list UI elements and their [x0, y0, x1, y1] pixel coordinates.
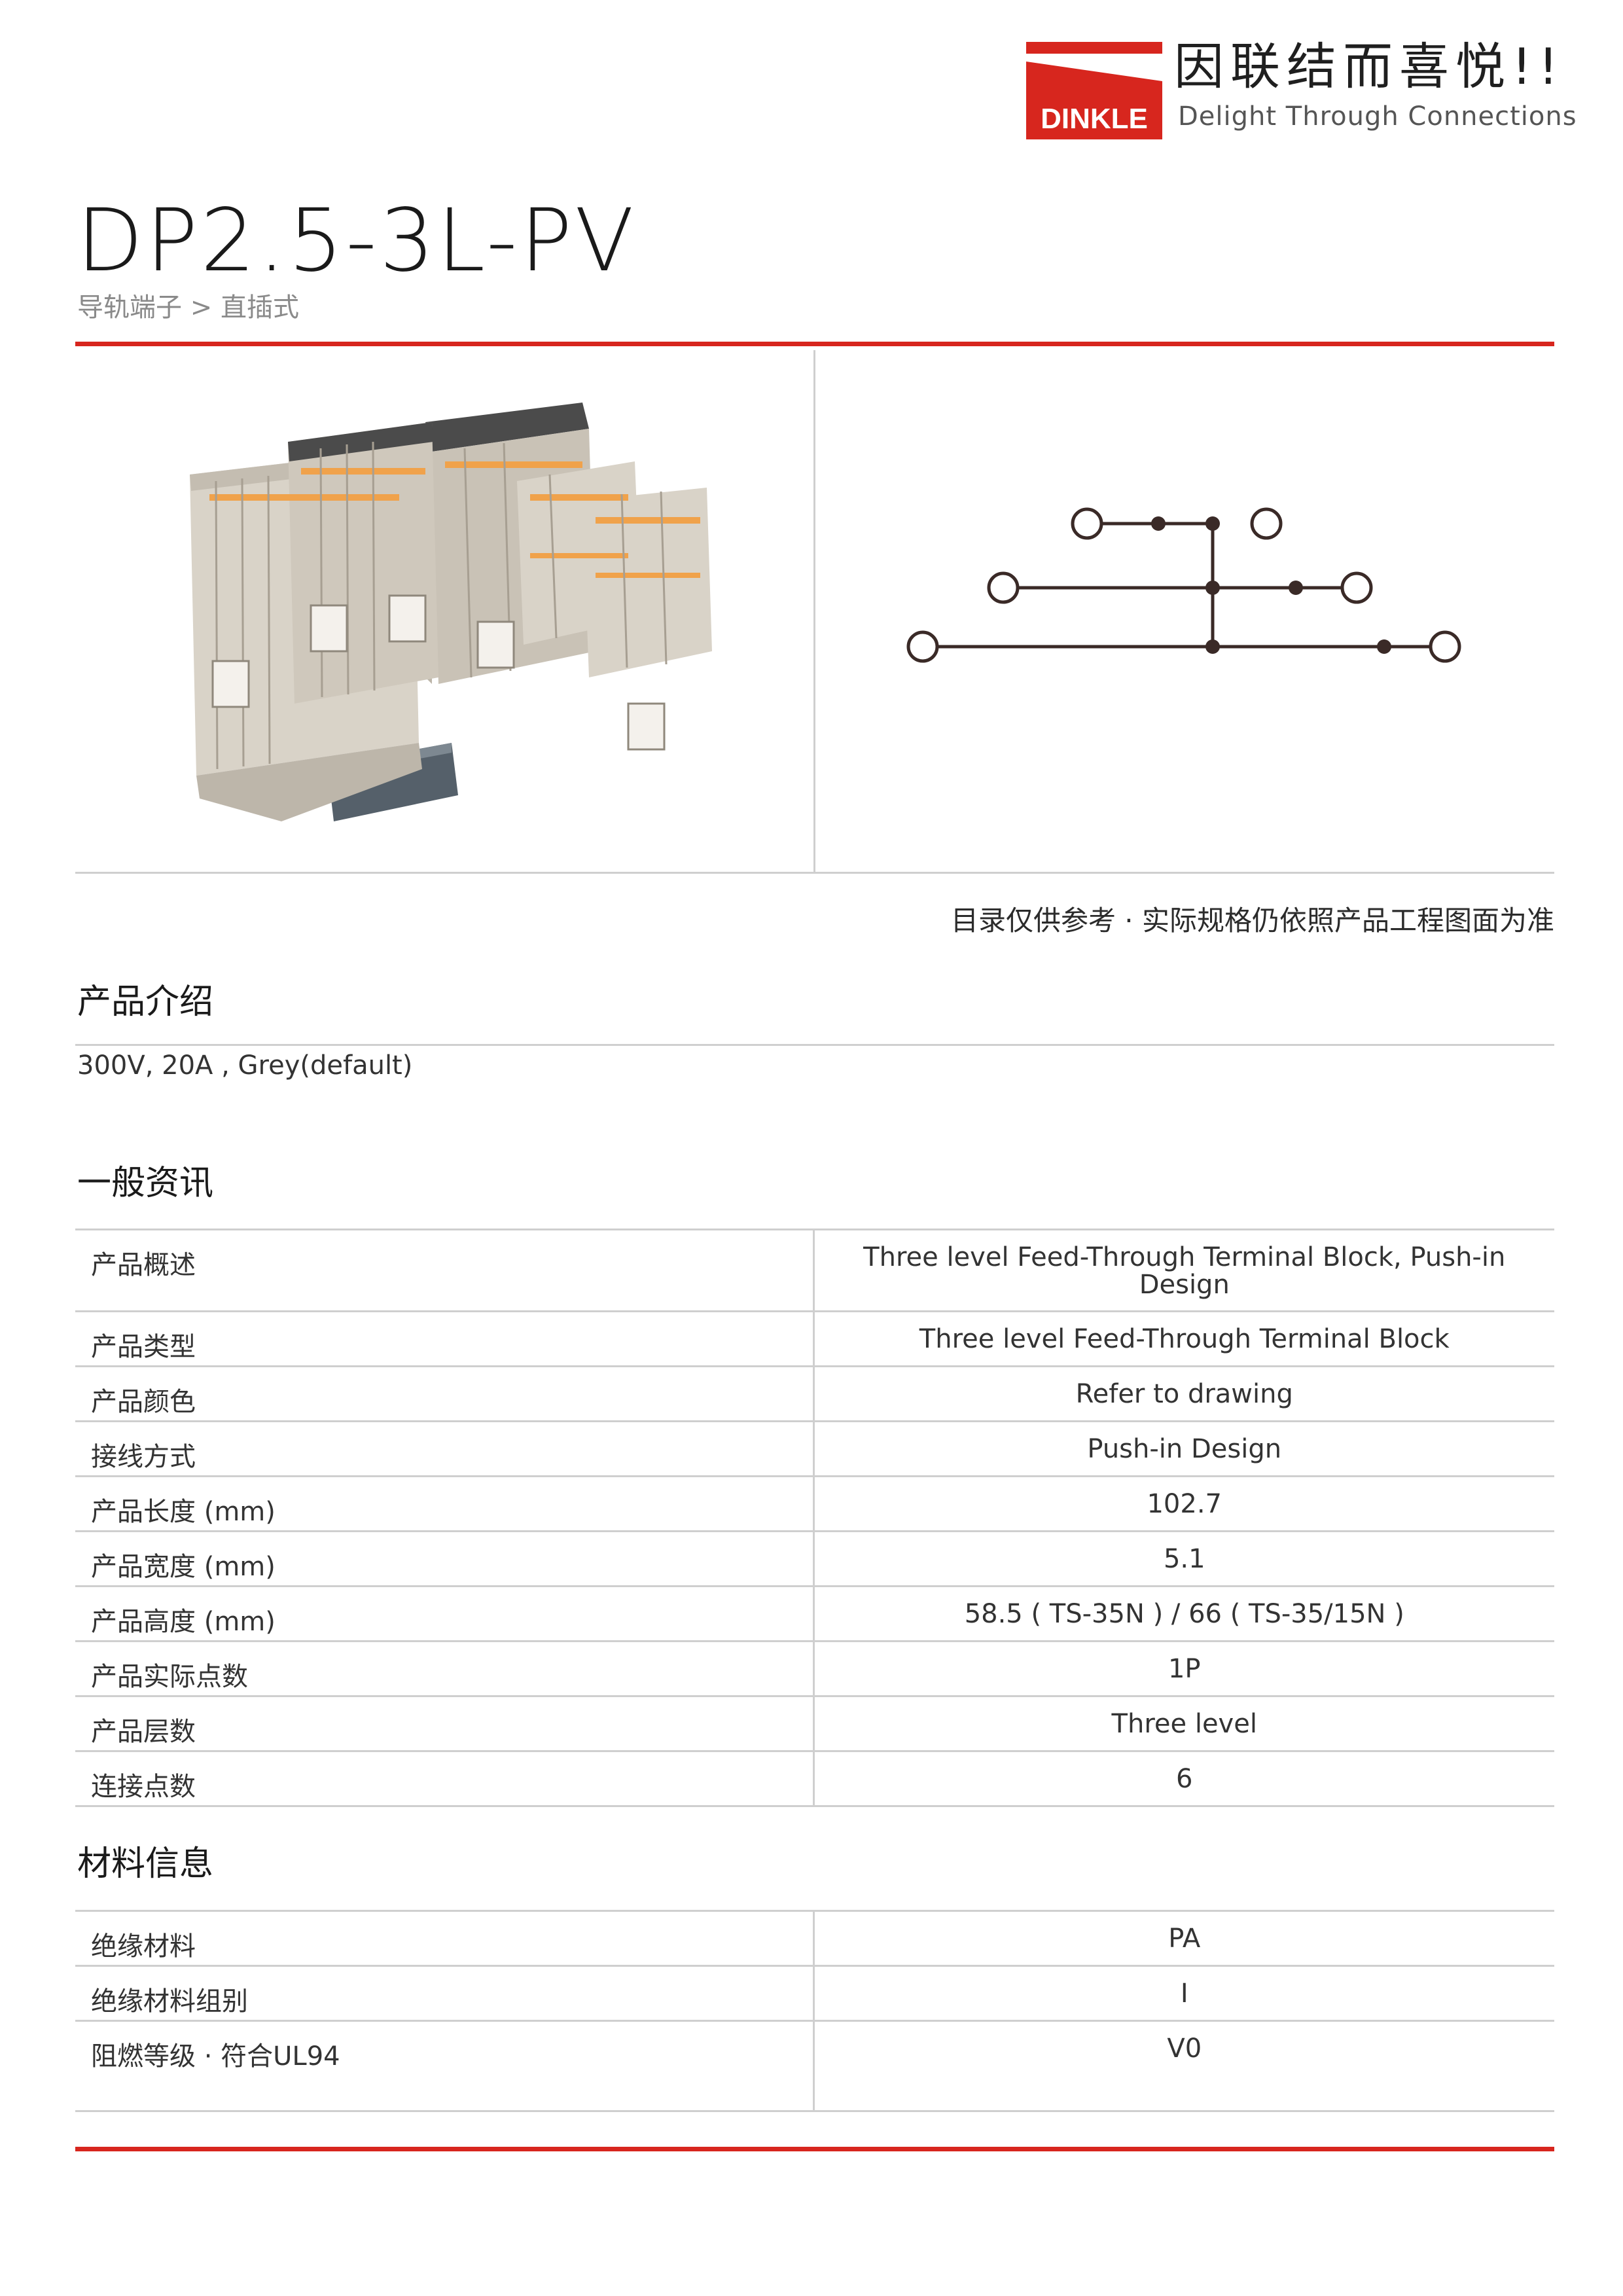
row-value: Three level Feed-Through Terminal Block — [813, 1310, 1554, 1367]
terminal-circles — [906, 507, 1461, 663]
footer-divider — [75, 2147, 1554, 2151]
row-key: 产品长度 (mm) — [75, 1475, 815, 1532]
section-title-general: 一般资讯 — [77, 1164, 214, 1203]
table-row: 产品实际点数 1P — [75, 1640, 1554, 1696]
row-value: V0 — [813, 2020, 1554, 2112]
title-divider — [75, 342, 1554, 346]
table-row: 产品长度 (mm) 102.7 — [75, 1475, 1554, 1532]
row-value: PA — [813, 1910, 1554, 1966]
product-image — [190, 403, 712, 821]
table-row: 连接点数 6 — [75, 1750, 1554, 1807]
row-key: 接线方式 — [75, 1420, 815, 1477]
row-value: Push-in Design — [813, 1420, 1554, 1477]
material-info-table: 绝缘材料 PA 绝缘材料组别 I 阻燃等级 · 符合UL94 V0 — [75, 1910, 1554, 2112]
row-key: 绝缘材料 — [75, 1910, 815, 1966]
row-key: 绝缘材料组别 — [75, 1965, 815, 2021]
junction-dots — [1151, 516, 1391, 654]
table-row: 绝缘材料 PA — [75, 1910, 1554, 1966]
row-value: 6 — [813, 1750, 1554, 1807]
row-key: 产品宽度 (mm) — [75, 1530, 815, 1587]
circuit-diagram — [906, 507, 1461, 663]
row-key: 产品概述 — [75, 1229, 815, 1312]
row-key: 产品层数 — [75, 1695, 815, 1751]
row-key: 阻燃等级 · 符合UL94 — [75, 2020, 815, 2112]
page-title: DP2.5-3L-PV — [77, 190, 637, 291]
slogan-cn: 因联结而喜悦!! — [1174, 37, 1565, 96]
figure-divider — [813, 350, 815, 872]
table-row: 绝缘材料组别 I — [75, 1965, 1554, 2021]
row-value: 5.1 — [813, 1530, 1554, 1587]
intro-rule — [75, 1044, 1554, 1046]
table-row: 阻燃等级 · 符合UL94 V0 — [75, 2020, 1554, 2112]
figure-bottom-rule — [75, 872, 1554, 874]
table-row: 产品宽度 (mm) 5.1 — [75, 1530, 1554, 1587]
slogan-en: Delight Through Connections — [1178, 101, 1577, 132]
breadcrumb: 导轨端子 > 直插式 — [77, 293, 299, 323]
table-row: 产品类型 Three level Feed-Through Terminal B… — [75, 1310, 1554, 1367]
row-value: 102.7 — [813, 1475, 1554, 1532]
table-row: 接线方式 Push-in Design — [75, 1420, 1554, 1477]
row-key: 连接点数 — [75, 1750, 815, 1807]
intro-text: 300V, 20A , Grey(default) — [77, 1050, 413, 1081]
section-title-intro: 产品介绍 — [77, 982, 214, 1022]
row-key: 产品类型 — [75, 1310, 815, 1367]
row-key: 产品颜色 — [75, 1365, 815, 1422]
row-value: 58.5 ( TS-35N ) / 66 ( TS-35/15N ) — [813, 1585, 1554, 1641]
table-row: 产品颜色 Refer to drawing — [75, 1365, 1554, 1422]
row-value: 1P — [813, 1640, 1554, 1696]
row-value: Three level Feed-Through Terminal Block,… — [813, 1229, 1554, 1312]
table-row: 产品层数 Three level — [75, 1695, 1554, 1751]
logo-wordmark: DINKLE — [1041, 103, 1148, 135]
row-value: I — [813, 1965, 1554, 2021]
dinkle-logo: DINKLE — [1026, 42, 1162, 139]
row-value: Refer to drawing — [813, 1365, 1554, 1422]
disclaimer: 目录仅供参考 · 实际规格仍依照产品工程图面为准 — [950, 905, 1554, 937]
general-info-table: 产品概述 Three level Feed-Through Terminal B… — [75, 1229, 1554, 1807]
row-value: Three level — [813, 1695, 1554, 1751]
section-title-material: 材料信息 — [77, 1844, 214, 1884]
table-row: 产品高度 (mm) 58.5 ( TS-35N ) / 66 ( TS-35/1… — [75, 1585, 1554, 1641]
table-row: 产品概述 Three level Feed-Through Terminal B… — [75, 1229, 1554, 1312]
row-key: 产品高度 (mm) — [75, 1585, 815, 1641]
row-key: 产品实际点数 — [75, 1640, 815, 1696]
